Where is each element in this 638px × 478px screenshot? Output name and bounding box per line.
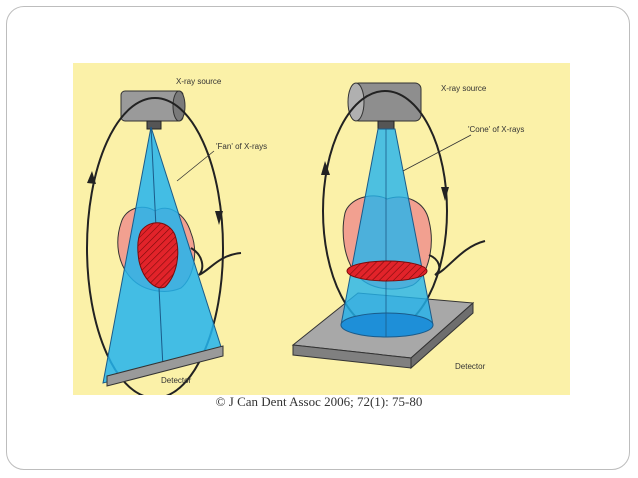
rotation-arrow-left-2 — [215, 211, 223, 225]
detector-left — [106, 345, 224, 387]
source-label-right: X-ray source — [441, 84, 487, 93]
rotation-arrow-right-1 — [321, 161, 330, 175]
cone-footprint — [340, 312, 434, 338]
slice-left — [137, 222, 179, 289]
xray-source-right — [347, 82, 422, 130]
xray-source-left — [120, 90, 186, 130]
right-panel: X-ray source 'Cone' of X-rays Detector — [291, 82, 524, 371]
source-label-left: X-ray source — [176, 77, 222, 86]
nerve-left — [190, 247, 242, 276]
detector-label-left: Detector — [161, 376, 192, 385]
rotation-path-left — [86, 97, 224, 395]
rotation-arrow-right-2 — [441, 187, 449, 201]
rotation-arrow-left-1 — [87, 171, 96, 184]
beam-label-right: 'Cone' of X-rays — [468, 125, 524, 134]
slice-right — [346, 260, 428, 282]
nerve-right — [428, 240, 486, 276]
detector-label-right: Detector — [455, 362, 486, 371]
beam-label-left: 'Fan' of X-rays — [216, 142, 267, 151]
ct-diagram: X-ray source 'Fan' of X-rays Detector — [73, 63, 570, 395]
figure-caption: © J Can Dent Assoc 2006; 72(1): 75-80 — [215, 394, 423, 409]
left-panel: X-ray source 'Fan' of X-rays Detector — [86, 77, 267, 395]
